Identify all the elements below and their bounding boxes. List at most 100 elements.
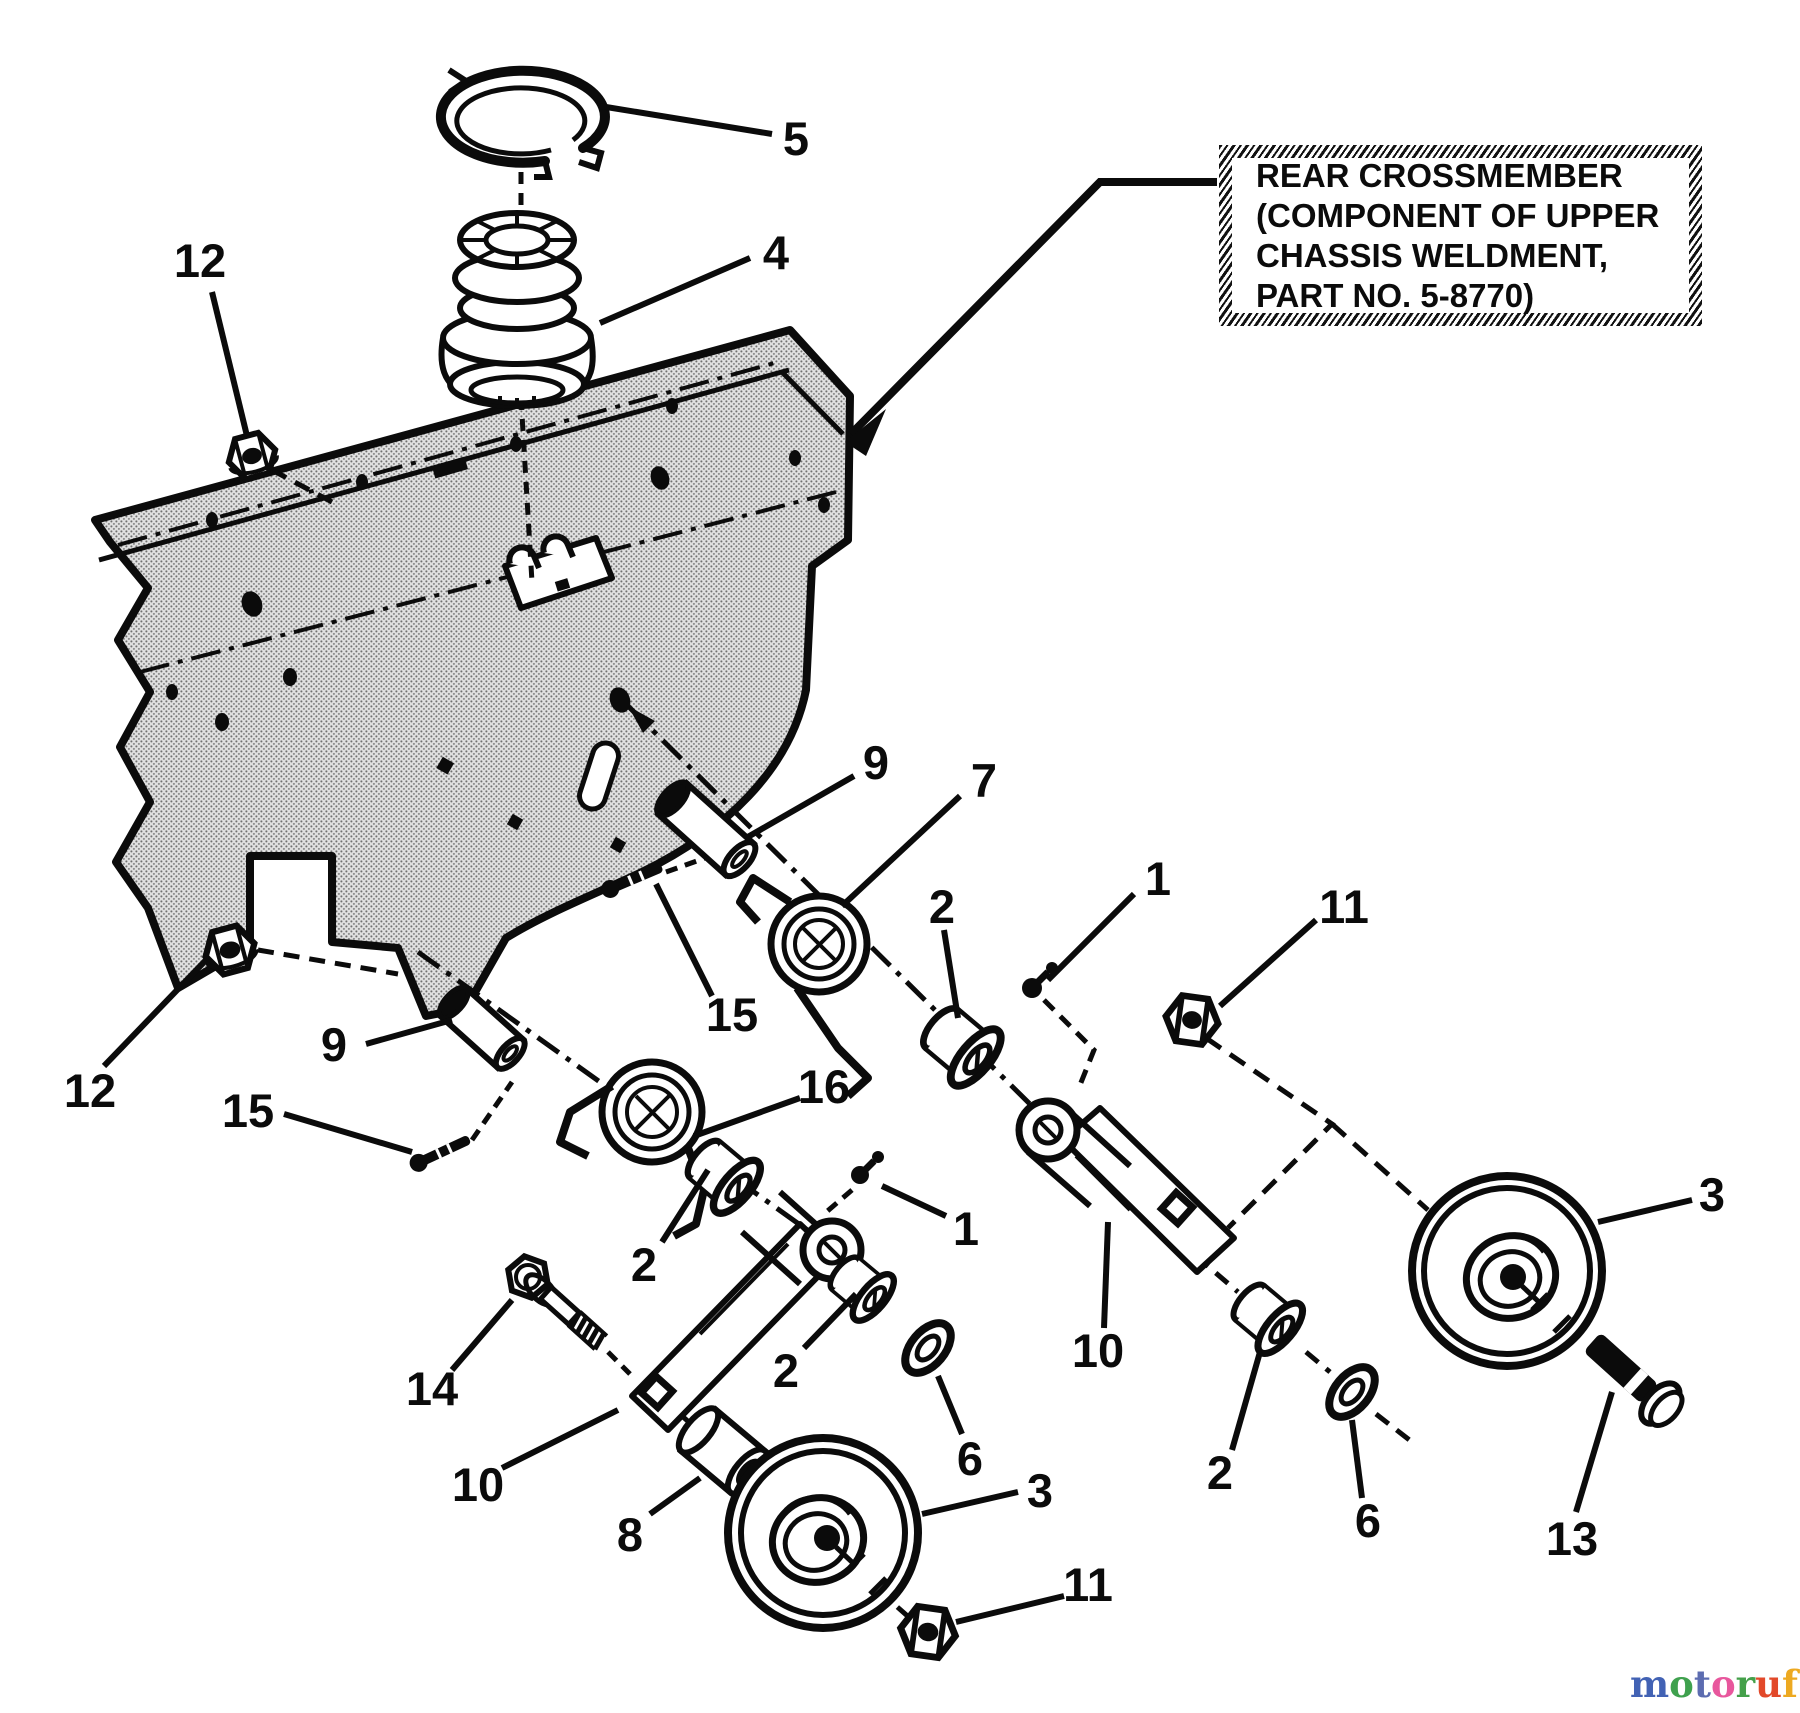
annotation-line-4: PART NO. 5-8770) — [1256, 276, 1535, 314]
callout-label-8: 8 — [617, 1508, 643, 1561]
leader-line — [365, 1017, 453, 1047]
callout-label-15: 15 — [706, 988, 758, 1041]
mid-centerline — [139, 490, 837, 674]
pivot-bushing-stack — [438, 210, 596, 409]
idler-arm-left — [629, 1189, 865, 1433]
annotation-line-2: (COMPONENT OF UPPER — [1256, 196, 1660, 234]
watermark-letter: f — [1782, 1662, 1798, 1706]
leader-line — [101, 957, 209, 1069]
callout-label-16: 16 — [798, 1060, 850, 1113]
chassis-plate-outline — [91, 326, 854, 1020]
leader-line — [648, 1475, 702, 1517]
leader-line — [1597, 1197, 1693, 1225]
torsion-spring-right-7 — [736, 874, 872, 1099]
callout-label-3: 3 — [1027, 1464, 1053, 1517]
leader-line — [1045, 891, 1137, 983]
callout-label-3: 3 — [1699, 1168, 1725, 1221]
flange-nut-upper-12 — [225, 429, 279, 483]
leader-line — [921, 1489, 1019, 1517]
callout-label-1: 1 — [953, 1202, 979, 1255]
leader-line — [955, 1593, 1065, 1625]
flange-bushing-2a — [920, 1005, 1005, 1090]
roll-pin-upper-15 — [601, 863, 663, 898]
callout-label-6: 6 — [957, 1432, 983, 1485]
leader-line — [1101, 1221, 1111, 1329]
leader-line — [1217, 917, 1319, 1009]
plate-holes — [166, 398, 830, 854]
leader-line — [801, 1291, 859, 1351]
annotation-line-3: CHASSIS WELDMENT, — [1256, 236, 1609, 274]
axis-arrowhead — [628, 706, 655, 733]
watermark-letter: o — [1669, 1662, 1694, 1706]
flange-centerline — [117, 360, 779, 547]
leader-line — [839, 793, 963, 909]
callout-label-12: 12 — [64, 1064, 116, 1117]
leader-line — [1349, 1419, 1365, 1499]
box-leader-arrow — [845, 178, 1217, 456]
flange-nut-lower-12 — [202, 922, 259, 978]
watermark-letter: t — [1693, 1662, 1711, 1706]
flange-bushing-2b — [684, 1137, 764, 1217]
leader-line — [659, 1168, 711, 1244]
annotation-line-1: REAR CROSSMEMBER — [1256, 156, 1623, 194]
leader-line — [209, 291, 250, 437]
leader-line — [744, 773, 856, 841]
flange-bushing-2d — [1230, 1281, 1307, 1357]
hex-nut-bottom-11 — [896, 1602, 960, 1662]
plate-slot-hole — [577, 740, 621, 812]
leader-line — [598, 255, 752, 326]
spacer-tube-upper-9 — [654, 779, 759, 880]
callout-label-2: 2 — [1207, 1446, 1233, 1499]
leader-line — [449, 1298, 515, 1372]
callout-label-4: 4 — [763, 226, 789, 279]
callout-label-9: 9 — [863, 736, 889, 789]
gauge-wheel-left-3 — [724, 1434, 922, 1632]
callout-label-10: 10 — [1072, 1324, 1124, 1377]
callout-label-9: 9 — [321, 1018, 347, 1071]
callout-label-12: 12 — [174, 234, 226, 287]
gauge-wheel-right-3 — [1408, 1172, 1606, 1370]
callout-label-2: 2 — [929, 880, 955, 933]
watermark-logo: motoruf.de — [1630, 1662, 1800, 1706]
callout-label-2: 2 — [631, 1238, 657, 1291]
callout-label-14: 14 — [406, 1362, 458, 1415]
leader-line — [283, 1111, 413, 1155]
watermark-suffix: .de — [1798, 1674, 1800, 1703]
leader-line — [880, 1183, 948, 1219]
idler-arm-right — [1015, 1097, 1237, 1275]
spacer-tube-lower-9 — [436, 984, 528, 1072]
callout-label-6: 6 — [1355, 1494, 1381, 1547]
callout-label-15: 15 — [222, 1084, 274, 1137]
callout-label-1: 1 — [1145, 852, 1171, 905]
leader-line — [500, 1407, 620, 1471]
callout-label-10: 10 — [452, 1458, 504, 1511]
arm-pivot-tube-right — [1015, 1097, 1133, 1209]
watermark-letter: u — [1755, 1662, 1783, 1706]
leader-line — [935, 1374, 965, 1436]
callout-label-11: 11 — [1319, 880, 1369, 933]
callout-label-5: 5 — [783, 112, 809, 165]
hex-bolt-short-13 — [1585, 1334, 1685, 1428]
leader-line — [1229, 1351, 1263, 1451]
torsion-spring-left-16 — [556, 1058, 708, 1240]
retaining-ring — [435, 65, 610, 180]
watermark-letter: m — [1630, 1662, 1670, 1706]
roll-pin-lower-15 — [409, 1135, 471, 1172]
washer-left-6 — [901, 1319, 955, 1377]
grease-fitting-right-1 — [1022, 962, 1058, 998]
hex-bolt-long-14 — [505, 1252, 609, 1351]
washer-right-6 — [1325, 1363, 1379, 1421]
callout-label-2: 2 — [773, 1344, 799, 1397]
annotation-box: REAR CROSSMEMBER (COMPONENT OF UPPER CHA… — [1219, 145, 1702, 326]
grease-fitting-left-1 — [851, 1151, 884, 1184]
hex-nut-right-11 — [1162, 991, 1222, 1049]
flange-bushing-2c — [827, 1254, 897, 1324]
watermark-letter: o — [1710, 1662, 1736, 1706]
leader-line — [692, 1095, 802, 1139]
callout-label-7: 7 — [971, 754, 997, 807]
callout-label-13: 13 — [1546, 1512, 1598, 1565]
watermark-letter: r — [1735, 1662, 1756, 1706]
